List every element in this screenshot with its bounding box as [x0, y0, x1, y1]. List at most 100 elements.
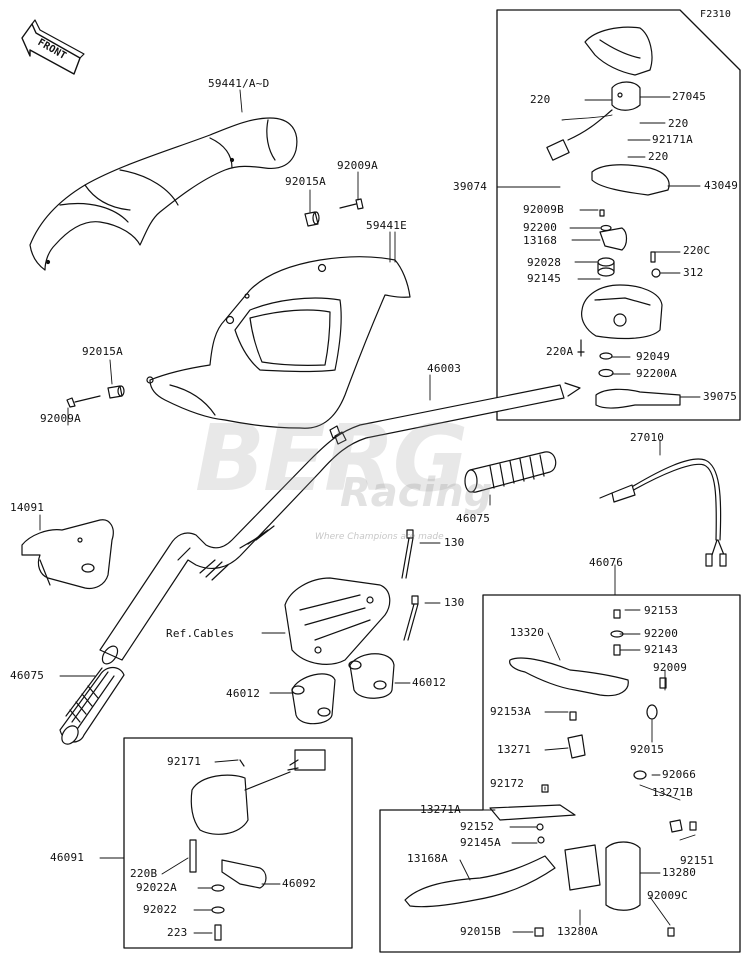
label-13271: 13271: [497, 743, 532, 756]
label-92172: 92172: [490, 777, 525, 790]
perch-13280a: [564, 844, 601, 891]
label-13320: 13320: [510, 626, 545, 639]
label-92143: 92143: [644, 643, 679, 656]
washers-right: [577, 209, 661, 378]
label-92200-a: 92200: [523, 221, 558, 234]
label-43049: 43049: [704, 179, 739, 192]
label-92015: 92015: [630, 743, 665, 756]
label-92015a-left: 92015A: [82, 345, 123, 358]
label-59441e: 59441E: [366, 219, 407, 232]
label-223: 223: [167, 926, 188, 939]
leader-lines: [39, 89, 701, 934]
collar-92015a-top: [304, 211, 320, 227]
label-92022a: 92022A: [136, 881, 177, 894]
perch-13280: [605, 841, 641, 911]
label-92066: 92066: [662, 768, 697, 781]
label-92009c: 92009C: [647, 889, 688, 902]
label-130-b: 130: [444, 596, 465, 609]
label-ref-cables: Ref.Cables: [166, 627, 235, 640]
bracket-13271a: [489, 804, 576, 821]
label-220-c: 220: [648, 150, 669, 163]
label-39074: 39074: [453, 180, 488, 193]
label-220-a: 220: [530, 93, 551, 106]
label-92200-b: 92200: [644, 627, 679, 640]
right-switch-box: [496, 9, 741, 421]
diagram-code: F2310: [700, 9, 732, 20]
switch-wire: [546, 109, 613, 161]
label-59441-a-d: 59441/A~D: [208, 77, 270, 90]
label-46012-b: 46012: [412, 676, 447, 689]
lever-39075: [595, 388, 681, 409]
label-92009: 92009: [653, 661, 688, 674]
label-13280a: 13280A: [557, 925, 598, 938]
start-switch-27045: [611, 81, 641, 111]
label-14091: 14091: [10, 501, 45, 514]
label-92171a: 92171A: [652, 133, 693, 146]
label-46076: 46076: [589, 556, 624, 569]
grip-46075-left: [59, 666, 125, 745]
label-92015a-top: 92015A: [285, 175, 326, 188]
clamp-46012: [291, 653, 395, 725]
plate-13168: [599, 227, 628, 251]
bolt-130-b: [403, 595, 419, 641]
collar-92015a-left: [107, 385, 125, 399]
label-13271b: 13271B: [652, 786, 693, 799]
label-220a: 220A: [546, 345, 574, 358]
label-13271a: 13271A: [420, 803, 461, 816]
switch-46091: [190, 749, 326, 835]
label-13168a: 13168A: [407, 852, 448, 865]
label-312: 312: [683, 266, 704, 279]
watermark-tagline: Where Champions are made: [315, 532, 444, 542]
bolt-92009a-left: [66, 395, 101, 408]
label-92145a: 92145A: [460, 836, 501, 849]
label-92200a: 92200A: [636, 367, 677, 380]
lever-13320: [509, 657, 629, 697]
handlebar-cover-lower: [146, 256, 411, 429]
label-27010: 27010: [630, 431, 665, 444]
label-27045: 27045: [672, 90, 707, 103]
bracket-46092: [221, 859, 267, 889]
bracket-13271: [567, 734, 586, 759]
cable-27010: [599, 458, 727, 567]
clamp-housing: [284, 577, 391, 665]
spring-92028: [597, 257, 615, 277]
label-92009b: 92009B: [523, 203, 564, 216]
handlebar-cover-upper: [29, 117, 298, 271]
label-220c: 220C: [683, 244, 711, 257]
label-46092: 46092: [282, 877, 317, 890]
label-13168: 13168: [523, 234, 558, 247]
label-13280: 13280: [662, 866, 697, 879]
label-92022: 92022: [143, 903, 178, 916]
front-arrow-icon: [21, 19, 85, 75]
label-220-b: 220: [668, 117, 689, 130]
label-92015b: 92015B: [460, 925, 501, 938]
label-220b: 220B: [130, 867, 158, 880]
label-92153a: 92153A: [490, 705, 531, 718]
left-switch-box: [123, 737, 353, 949]
label-92152: 92152: [460, 820, 495, 833]
throttle-housing: [581, 284, 663, 340]
label-92028: 92028: [527, 256, 562, 269]
label-92049: 92049: [636, 350, 671, 363]
label-46075-mid: 46075: [456, 512, 491, 525]
handlebar-46003: [99, 382, 581, 665]
label-39075: 39075: [703, 390, 738, 403]
small-parts-left: [189, 759, 245, 941]
label-46091: 46091: [50, 851, 85, 864]
bolt-92009a-top: [339, 198, 364, 210]
label-46012-a: 46012: [226, 687, 261, 700]
label-46003: 46003: [427, 362, 462, 375]
guard-14091: [21, 519, 114, 590]
watermark-sub: Racing: [340, 470, 493, 516]
label-92153: 92153: [644, 604, 679, 617]
label-92171: 92171: [167, 755, 202, 768]
watermark-brand: BERG: [195, 405, 468, 512]
bolt-130-a: [401, 529, 414, 579]
label-46075-left: 46075: [10, 669, 45, 682]
label-92009a-top: 92009A: [337, 159, 378, 172]
label-92145: 92145: [527, 272, 562, 285]
grip-46075-mid: [464, 451, 557, 493]
label-92009a-left: 92009A: [40, 412, 81, 425]
label-130-a: 130: [444, 536, 465, 549]
